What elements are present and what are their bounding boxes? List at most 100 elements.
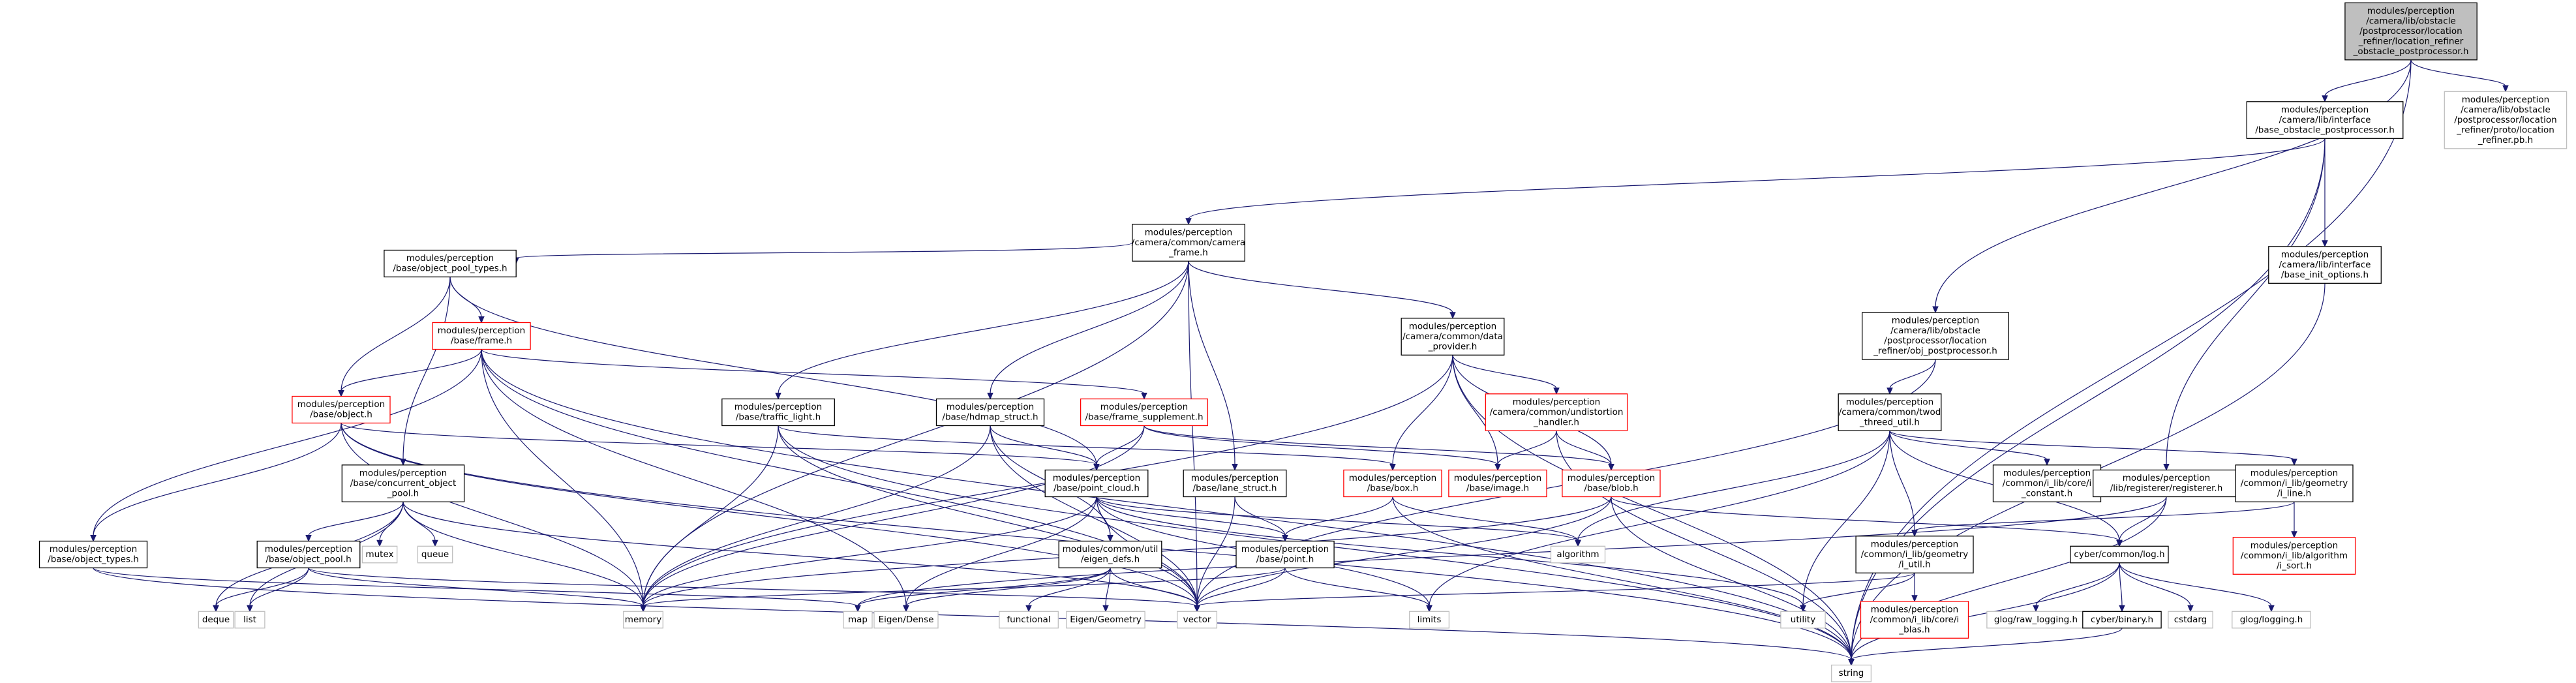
arrowhead-camera_frame-to-data_provider [1449,312,1456,319]
edge-i_util-to-utility [1802,573,1915,607]
node-hdmap_struct-box [935,398,1045,427]
node-registerer[interactable]: modules/perception/lib/registerer/regist… [2093,469,2240,498]
node-twod_threed-label-line: /camera/common/twod [1839,407,1941,417]
edge-frame_supplement-to-point_cloud [1096,425,1145,465]
node-memory: memory [622,611,663,629]
arrowhead-object_pool-to-list [247,605,253,613]
node-object_pool-label-line: /base/object_pool.h [265,554,351,565]
node-base_frame[interactable]: modules/perception/base/frame.h [432,322,531,350]
node-vector-box [1177,611,1218,629]
node-base_box[interactable]: modules/perception/base/box.h [1343,469,1442,498]
node-eigen_geometry-box [1066,611,1145,629]
node-camera_frame[interactable]: modules/perception/camera/common/camera_… [1132,224,1245,262]
edge-base_object-to-vector [341,423,1198,607]
node-cyber_binary-label-line: cyber/binary.h [2091,615,2153,625]
edge-object_types-to-map [93,567,858,607]
node-object_pool_types-label-line: /base/object_pool_types.h [393,264,507,274]
node-data_provider-label-line: _provider.h [1428,341,1477,352]
node-base_object[interactable]: modules/perception/base/object.h [292,395,391,424]
node-registerer-label-line: modules/perception [2123,473,2210,483]
node-hdmap_struct[interactable]: modules/perception/base/hdmap_struct.h [935,398,1045,427]
node-i_blas[interactable]: modules/perception/common/i_lib/core/i_b… [1860,601,1969,639]
node-location_refiner_pb-box [2444,91,2568,149]
edge-data_provider-to-base_box [1392,355,1453,465]
arrowhead-i_util-to-utility [1800,605,1806,613]
edge-concurrent_pool-to-memory [402,502,644,607]
node-object_pool_types-label-line: modules/perception [406,253,494,264]
edge-eigen_defs-to-functional [1028,568,1111,607]
edge-base_box-to-string [1392,496,1852,660]
edge-base_frame-to-string [481,349,1852,660]
edge-concurrent_pool-to-vector [402,502,1198,607]
node-base_blob[interactable]: modules/perception/base/blob.h [1562,469,1661,498]
edge-base_blob-to-cyber_log [1611,496,2120,541]
node-lane_struct-box [1183,469,1287,498]
edge-twod_threed-to-algorithm [1577,431,1890,541]
node-lane_struct[interactable]: modules/perception/base/lane_struct.h [1183,469,1287,498]
node-i_util[interactable]: modules/perception/common/i_lib/geometry… [1855,536,1974,573]
node-point_cloud[interactable]: modules/perception/base/point_cloud.h [1044,469,1149,498]
node-object_pool_types[interactable]: modules/perception/base/object_pool_type… [384,249,517,278]
node-base_init_options-label-line: /camera/lib/interface [2279,260,2371,270]
node-object_pool[interactable]: modules/perception/base/object_pool.h [256,540,361,569]
edge-i_line-to-i_util [1914,501,2295,532]
edge-cyber_binary-to-string [1851,628,2123,661]
node-map-label-line: map [848,615,868,625]
arrowhead-eigen_defs-to-functional [1025,605,1032,613]
node-i_sort-label-line: modules/perception [2250,540,2338,551]
edge-frame_supplement-to-base_image [1144,425,1498,466]
node-i_line-label-line: modules/perception [2250,468,2338,478]
node-cyber_binary-box [2082,611,2162,629]
arrowhead-object_pool_types-to-base_frame [478,316,485,324]
node-base_image[interactable]: modules/perception/base/image.h [1448,469,1547,498]
node-location_refiner_pb-label-line: /postprocessor/location [2454,115,2557,125]
node-base_object-label-line: /base/object.h [310,410,372,420]
node-base_image-label-line: modules/perception [1454,473,1541,483]
arrowhead-point_cloud-to-eigen_defs [1107,535,1114,542]
edge-registerer-to-cyber_log [2119,496,2167,541]
edge-twod_threed-to-utility [1802,431,1890,607]
node-base_init_options[interactable]: modules/perception/camera/lib/interface/… [2268,246,2382,284]
node-undistortion[interactable]: modules/perception/camera/common/undisto… [1485,393,1628,431]
edge-data_provider-to-string [1452,355,1852,660]
node-root[interactable]: modules/perception/camera/lib/obstacle/p… [2344,2,2478,61]
edge-registerer-to-map [857,496,2167,607]
arrowhead-traffic_light-to-base_box [1389,464,1396,471]
node-i_sort-label-line: /i_sort.h [2277,560,2312,571]
node-limits: limits [1409,611,1450,629]
node-base_point[interactable]: modules/perception/base/point.h [1235,540,1335,569]
arrowhead-cyber_binary-to-string [1848,659,1855,666]
node-base_image-box [1448,469,1547,498]
node-obj_postprocessor-box [1862,312,2009,360]
node-i_constant[interactable]: modules/perception/common/i_lib/core/i_c… [1992,464,2102,502]
edge-base_box-to-base_point [1284,496,1393,536]
edges-layer [90,59,2509,666]
node-concurrent_pool-label-line: /base/concurrent_object [350,478,457,489]
node-cyber_binary[interactable]: cyber/binary.h [2082,611,2162,629]
node-functional: functional [999,611,1059,629]
node-base_point-label-line: modules/perception [1241,544,1329,554]
edge-eigen_defs-to-map [857,568,1111,607]
node-functional-label-line: functional [1007,615,1050,625]
node-base_init_options-label-line: /base_init_options.h [2281,269,2369,280]
node-base_obstacle_pp[interactable]: modules/perception/camera/lib/interface/… [2246,101,2404,139]
node-undistortion-box [1485,393,1628,431]
node-base_init_options-label-line: modules/perception [2281,249,2369,260]
node-i_sort[interactable]: modules/perception/common/i_lib/algorith… [2232,537,2356,575]
node-frame_supplement[interactable]: modules/perception/base/frame_supplement… [1080,398,1209,427]
arrowhead-base_frame-to-base_object [338,390,344,397]
edge-object_pool-to-memory [308,568,644,607]
node-object_types[interactable]: modules/perception/base/object_types.h [38,540,148,569]
node-i_line[interactable]: modules/perception/common/i_lib/geometry… [2235,464,2354,502]
node-obj_postprocessor[interactable]: modules/perception/camera/lib/obstacle/p… [1862,312,2009,360]
node-data_provider[interactable]: modules/perception/camera/common/data_pr… [1401,318,1505,356]
edge-object_pool-to-deque [215,568,309,607]
node-traffic_light[interactable]: modules/perception/base/traffic_light.h [721,398,835,427]
node-location_refiner_pb-label-line: modules/perception [2462,95,2549,105]
node-eigen_defs[interactable]: modules/common/util/eigen_defs.h [1058,540,1162,569]
node-cyber_log[interactable]: cyber/common/log.h [2070,545,2169,564]
node-concurrent_pool[interactable]: modules/perception/base/concurrent_objec… [341,464,465,502]
node-twod_threed[interactable]: modules/perception/camera/common/twod_th… [1838,393,1942,431]
arrowhead-concurrent_pool-to-object_pool [305,535,312,542]
edge-concurrent_pool-to-object_pool [308,502,404,536]
